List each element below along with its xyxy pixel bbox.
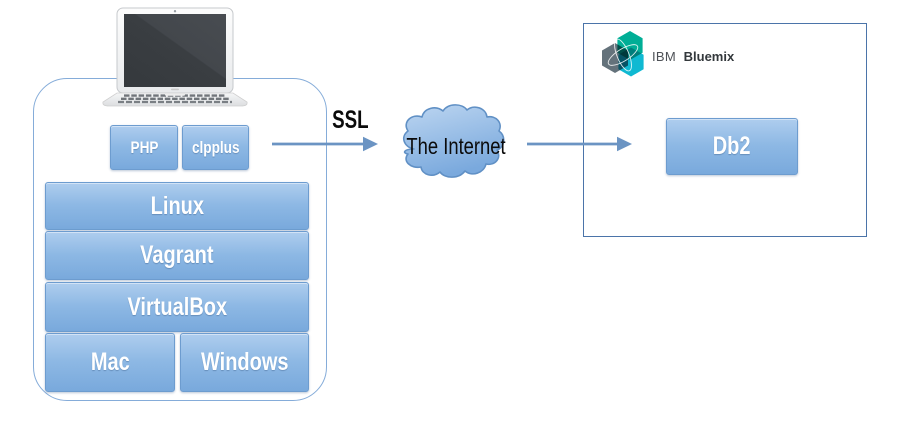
cloud-icon xyxy=(402,104,505,178)
ssl-label: SSL xyxy=(331,106,369,134)
php-label: PHP xyxy=(130,137,158,157)
mac-box: Mac xyxy=(45,333,175,392)
ibm-bluemix-logo-icon xyxy=(602,31,644,77)
windows-box: Windows xyxy=(180,333,309,392)
internet-label-wrap: The Internet xyxy=(394,134,510,159)
internet-label: The Internet xyxy=(406,133,506,159)
clpplus-label: clpplus xyxy=(191,137,240,157)
bluemix-product-label: Bluemix xyxy=(683,49,735,64)
linux-box: Linux xyxy=(45,182,309,230)
windows-label: Windows xyxy=(200,348,289,376)
php-box: PHP xyxy=(110,125,178,170)
virtualbox-label: VirtualBox xyxy=(127,292,227,321)
bluemix-logo-text: IBM Bluemix xyxy=(652,49,734,65)
mac-label: Mac xyxy=(90,348,130,376)
ssl-label-wrap: SSL xyxy=(316,107,384,133)
vagrant-box: Vagrant xyxy=(45,231,309,280)
linux-label: Linux xyxy=(150,191,204,220)
db2-label: Db2 xyxy=(713,132,751,160)
clpplus-box: clpplus xyxy=(182,125,249,170)
ibm-brand-label: IBM xyxy=(652,49,677,64)
db2-box: Db2 xyxy=(666,118,798,175)
laptop-icon xyxy=(102,7,248,107)
virtualbox-box: VirtualBox xyxy=(45,282,309,332)
vagrant-label: Vagrant xyxy=(140,241,214,269)
